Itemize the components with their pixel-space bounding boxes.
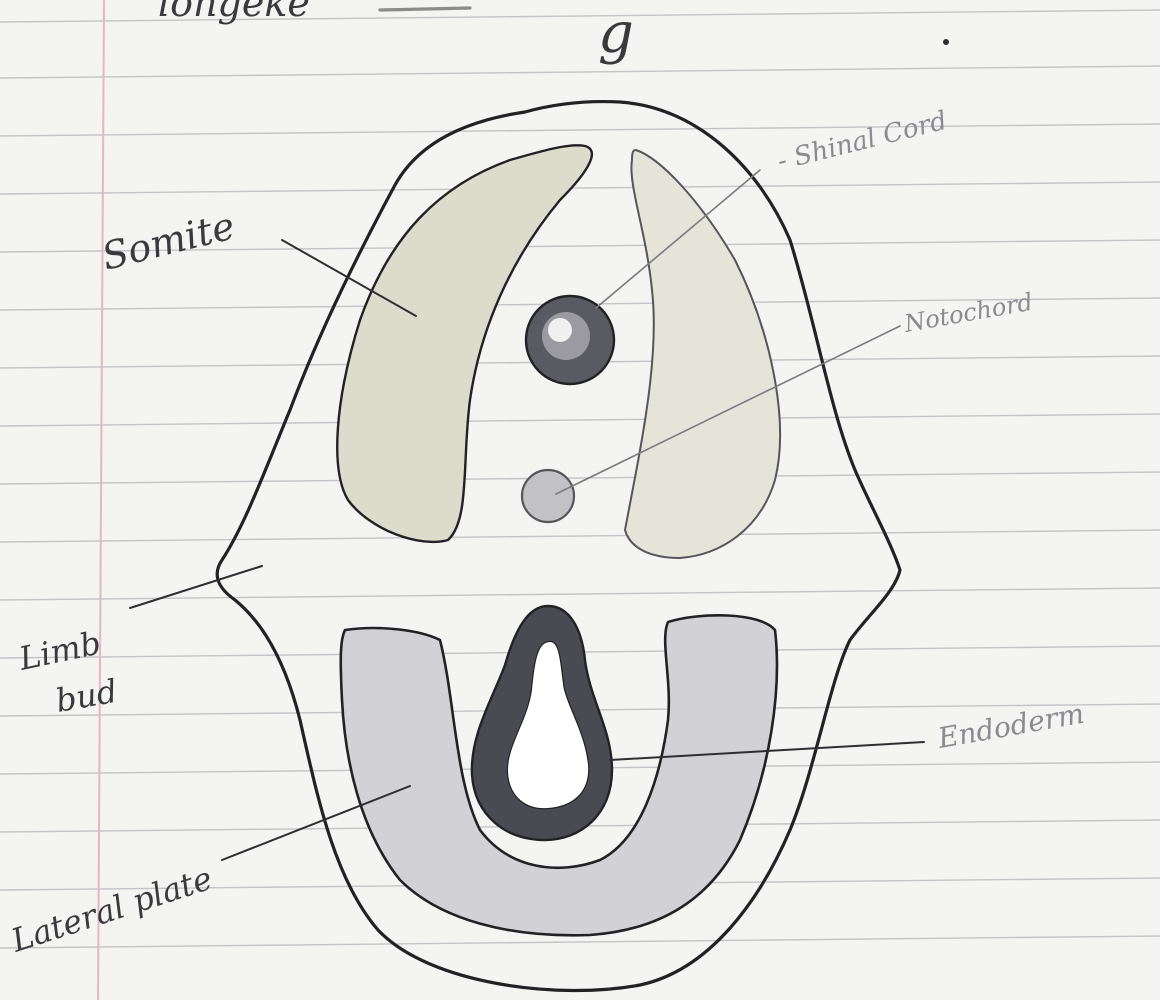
label-limb-bud-line2: bud <box>53 672 120 720</box>
header-stroke <box>380 8 470 10</box>
embryo-outline <box>217 102 900 991</box>
limb-bud-leader <box>130 566 262 608</box>
label-limb-bud-line1: Limb <box>15 624 104 678</box>
spinal-cord <box>526 296 614 384</box>
label-notochord: Notochord <box>901 288 1035 338</box>
label-spinal-cord: - Shinal Cord <box>774 106 949 177</box>
label-somite: Somite <box>98 203 239 278</box>
ink-dot <box>943 39 949 45</box>
header-fragment-right: g <box>598 1 634 66</box>
somite-right <box>625 150 780 558</box>
margin-line <box>98 0 104 1000</box>
label-lateral-plate: Lateral plate <box>6 859 217 960</box>
header-fragment-left: longeke <box>158 0 310 25</box>
notochord <box>522 470 574 522</box>
